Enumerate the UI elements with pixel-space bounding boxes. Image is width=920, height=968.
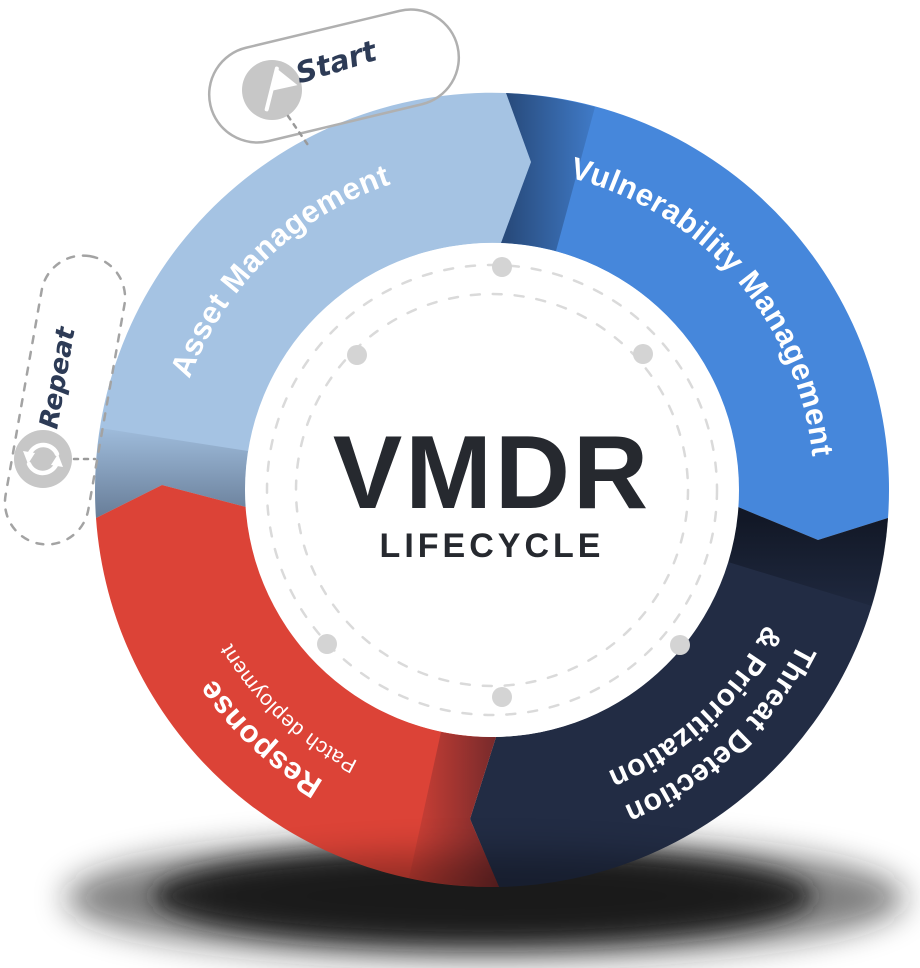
hub-circle bbox=[245, 243, 739, 737]
repeat-label: Repeat bbox=[34, 323, 82, 431]
segment-asset-management bbox=[94, 92, 531, 518]
start-connector bbox=[286, 114, 312, 150]
segment-threat-detection bbox=[470, 507, 888, 887]
bottom-vignette bbox=[187, 854, 787, 938]
start-outline bbox=[207, 8, 461, 144]
dot bbox=[670, 635, 690, 655]
repeat-icon-circle bbox=[14, 430, 72, 488]
hub-dots bbox=[317, 257, 690, 707]
refresh-icon bbox=[23, 442, 63, 476]
segment-vulnerability-management bbox=[501, 93, 890, 540]
start-label: Start bbox=[292, 33, 382, 90]
repeat-outline bbox=[3, 254, 127, 546]
dot bbox=[492, 687, 512, 707]
segment-response bbox=[96, 485, 499, 888]
center-title: VMDR bbox=[333, 415, 651, 531]
dot bbox=[633, 344, 653, 364]
center-subtitle: LIFECYCLE bbox=[380, 527, 605, 565]
dashed-circle-outer bbox=[265, 263, 719, 717]
dashed-circle-inner bbox=[294, 292, 690, 688]
dot bbox=[492, 257, 512, 277]
dot bbox=[347, 345, 367, 365]
dot bbox=[317, 634, 337, 654]
hub-dashed-circles bbox=[265, 263, 719, 717]
flag-icon bbox=[264, 66, 298, 112]
junction-shadows bbox=[95, 93, 888, 888]
ring-segments bbox=[94, 92, 890, 888]
